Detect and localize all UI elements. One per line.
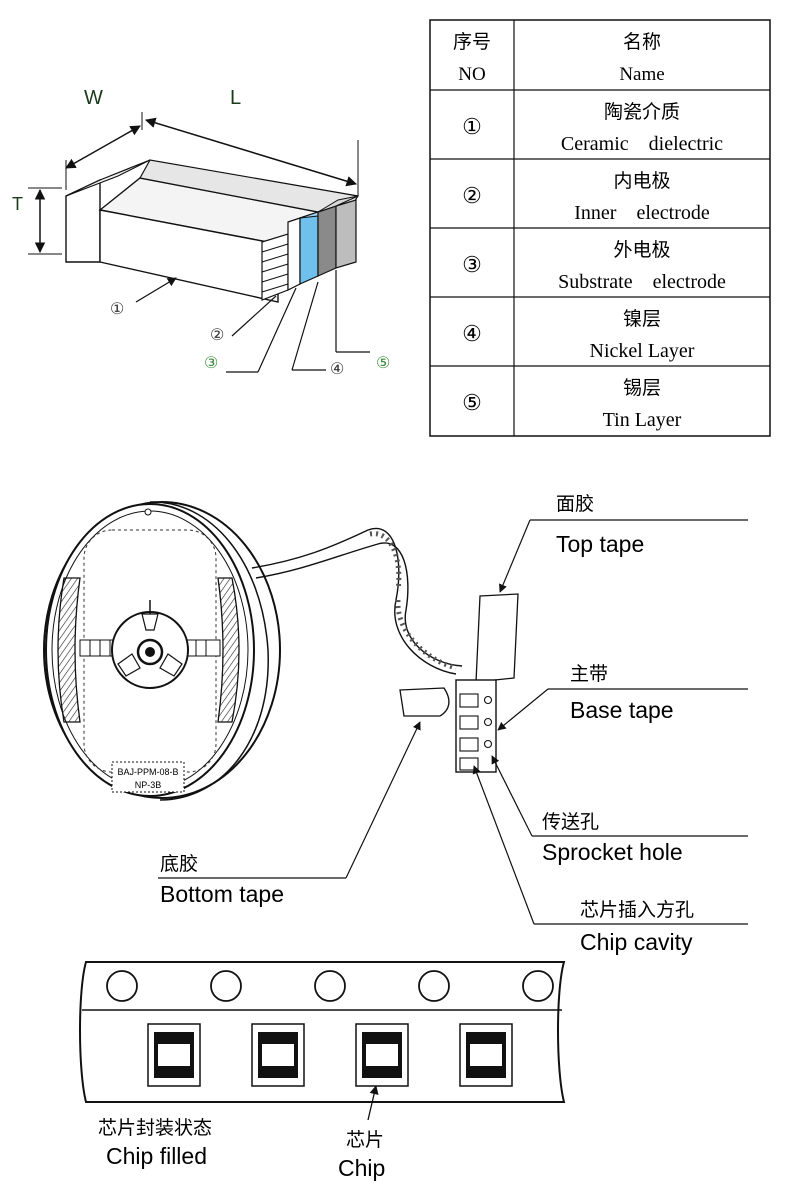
bottom-tape-flap <box>399 687 450 717</box>
chip-cn: 芯片 <box>346 1129 384 1151</box>
callout-1: ① <box>110 301 124 318</box>
dim-l-label: L <box>230 87 241 109</box>
chip-cavity <box>147 1023 201 1087</box>
table-row-name-cn: 锡层 <box>623 377 661 399</box>
table-row-no: ⑤ <box>462 390 482 415</box>
table-row-name-en: Inner electrode <box>574 202 710 224</box>
chip-en: Chip <box>338 1155 385 1181</box>
tape-reel: BAJ-PPM-08-B NP-3B <box>43 501 281 801</box>
reel-labels: 面胶 Top tape 主带 Base tape 传送孔 Sprocket ho… <box>158 493 748 955</box>
table-header-no-en: NO <box>458 64 485 85</box>
sprocket-hole <box>418 970 450 1002</box>
table-row-name-cn: 陶瓷介质 <box>604 101 680 123</box>
base-tape-cn: 主带 <box>570 663 608 685</box>
top-tape-cn: 面胶 <box>556 493 594 515</box>
chip-cavity <box>459 1023 513 1087</box>
nickel-layer <box>317 205 337 277</box>
tin-layer <box>335 199 357 269</box>
dim-w-label: W <box>84 87 103 109</box>
sprocket-hole <box>314 970 346 1002</box>
callout-3: ③ <box>204 355 218 372</box>
bottom-tape-en: Bottom tape <box>160 881 284 907</box>
reel-label-line2: NP-3B <box>135 780 162 790</box>
blue-electrode-layer <box>299 211 319 285</box>
table-row-no: ① <box>462 114 482 139</box>
reel-label-line1: BAJ-PPM-08-B <box>117 767 178 777</box>
top-tape-flap <box>475 593 519 683</box>
bottom-tape-cn: 底胶 <box>160 853 198 875</box>
table-row-name-en: Nickel Layer <box>590 340 695 362</box>
carrier-tape-path <box>251 527 519 773</box>
base-tape-en: Base tape <box>570 697 674 723</box>
reel-window-left <box>57 577 81 723</box>
table-row-no: ③ <box>462 252 482 277</box>
dim-t-label: T <box>12 194 23 214</box>
callout-5: ⑤ <box>376 355 390 372</box>
mlcc-chip-diagram: W L T ① ② ③ ④ ⑤ <box>12 87 390 378</box>
table-row-name-cn: 外电极 <box>613 239 670 261</box>
sprocket-hole <box>106 970 138 1002</box>
callout-4: ④ <box>330 361 344 378</box>
sprocket-cn: 传送孔 <box>542 811 599 833</box>
chip-cavity <box>251 1023 305 1087</box>
cavity-cn: 芯片插入方孔 <box>580 899 694 921</box>
table-row-name-en: Ceramic dielectric <box>561 133 723 155</box>
table-header-name-en: Name <box>619 64 664 85</box>
table-header-no-cn: 序号 <box>453 31 491 53</box>
reel-window-right <box>217 577 240 723</box>
cavity-en: Chip cavity <box>580 929 693 955</box>
parts-table: 序号 NO 名称 Name ① 陶瓷介质 Ceramic dielectric ② 内电… <box>429 19 771 437</box>
table-row-name-cn: 内电极 <box>613 170 670 192</box>
sprocket-hole <box>210 970 242 1002</box>
chip-filled-cn: 芯片封装状态 <box>98 1117 212 1139</box>
callout-2: ② <box>210 327 224 344</box>
table-row-name-en: Tin Layer <box>603 409 682 431</box>
chip-filled-en: Chip filled <box>106 1143 207 1169</box>
chip-cavity <box>355 1023 409 1087</box>
table-row-name-cn: 镍层 <box>623 308 661 330</box>
table-row-name-en: Substrate electrode <box>558 271 726 293</box>
tape-strip: 芯片封装状态 Chip filled 芯片 Chip <box>79 961 566 1181</box>
table-header-name-cn: 名称 <box>623 31 661 53</box>
table-row-no: ② <box>462 183 482 208</box>
sprocket-hole <box>522 970 554 1002</box>
top-tape-en: Top tape <box>556 531 644 557</box>
ceramic-body-front <box>99 209 279 303</box>
table-row-no: ④ <box>462 321 482 346</box>
left-terminal <box>65 178 101 263</box>
sprocket-en: Sprocket hole <box>542 839 683 865</box>
